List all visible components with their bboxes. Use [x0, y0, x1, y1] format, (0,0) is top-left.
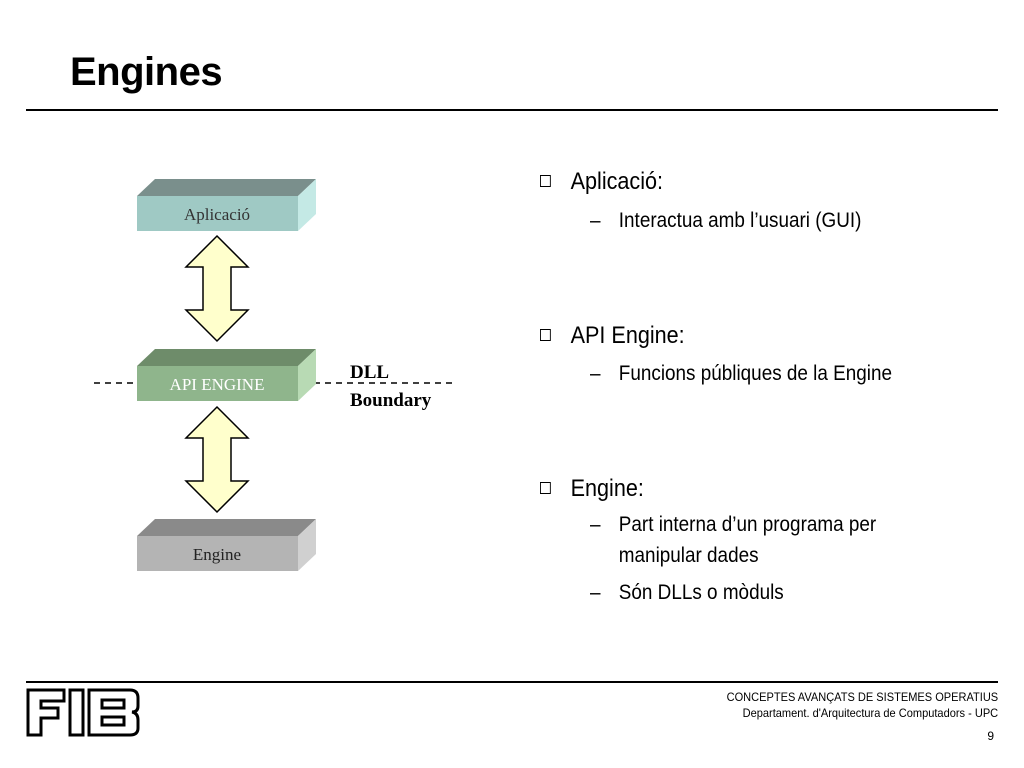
sub-bullet: –Interactua amb l’usuari (GUI)	[590, 209, 862, 232]
title-divider	[26, 109, 998, 111]
sub-bullet-label: Interactua amb l’usuari (GUI)	[618, 209, 862, 232]
bullet-engine: Engine:	[540, 475, 644, 503]
block-aplicacio-front	[137, 196, 298, 231]
footer-divider	[26, 681, 998, 683]
slide-title: Engines	[70, 50, 223, 94]
fib-logo	[26, 688, 142, 743]
bullet-aplicacio: Aplicació:	[540, 168, 663, 196]
block-api-engine-side	[298, 349, 316, 401]
sub-bullet: –Són DLLs o mòduls	[590, 581, 784, 604]
block-api-engine-front	[137, 366, 298, 401]
block-engine-side	[298, 519, 316, 571]
fib-logo-icon	[26, 688, 140, 737]
double-arrow-icon	[184, 405, 250, 514]
sub-bullet-label: Funcions públiques de la Engine	[618, 362, 892, 385]
dll-label-line1: DLL	[350, 362, 389, 383]
block-api-engine: API ENGINE	[137, 349, 316, 401]
bullet-label: Engine:	[570, 475, 644, 502]
block-engine: Engine	[137, 519, 316, 571]
block-engine-label: Engine	[193, 545, 241, 564]
footer-text: CONCEPTES AVANÇATS DE SISTEMES OPERATIUS…	[726, 689, 998, 721]
sub-bullet-label: Són DLLs o mòduls	[618, 581, 784, 604]
square-bullet-icon	[540, 329, 551, 341]
block-engine-front	[137, 536, 298, 571]
block-engine-top	[137, 519, 316, 536]
double-arrow-icon	[184, 234, 250, 343]
page-number: 9	[987, 729, 994, 743]
dll-label-line2: Boundary	[350, 390, 432, 411]
course-name: CONCEPTES AVANÇATS DE SISTEMES OPERATIUS	[726, 690, 998, 704]
sub-bullet-label: Part interna d’un programa per	[618, 513, 877, 536]
sub-bullet: –Funcions públiques de la Engine	[590, 362, 892, 385]
block-aplicacio-top	[137, 179, 316, 196]
square-bullet-icon	[540, 175, 551, 187]
sub-bullet-continuation: manipular dades	[590, 544, 759, 568]
block-aplicacio-label: Aplicació	[184, 205, 250, 224]
bullet-label: API Engine:	[570, 322, 685, 349]
block-aplicacio-side	[298, 179, 316, 231]
bullet-api-engine: API Engine:	[540, 322, 685, 350]
sub-bullet: –Part interna d’un programa per	[590, 513, 877, 536]
block-api-engine-label: API ENGINE	[170, 375, 265, 394]
block-aplicacio: Aplicació	[137, 179, 316, 231]
block-api-engine-top	[137, 349, 316, 366]
sub-bullet-label: manipular dades	[618, 544, 759, 567]
department-name: Departament. d'Arquitectura de Computado…	[742, 706, 998, 720]
square-bullet-icon	[540, 482, 551, 494]
bullet-label: Aplicació:	[570, 168, 664, 195]
